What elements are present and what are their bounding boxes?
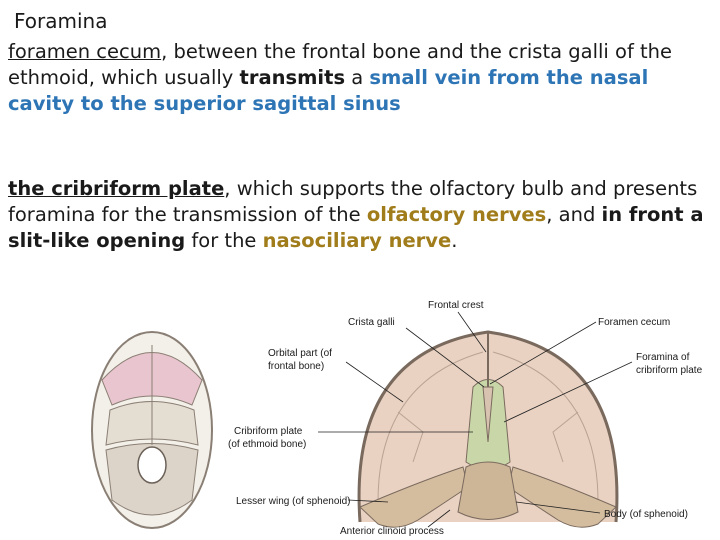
text-segment: , and <box>546 203 602 226</box>
label-cribriform-plate-1: Cribriform plate <box>234 426 303 437</box>
label-crista-galli: Crista galli <box>348 317 395 328</box>
paragraph-foramen-cecum: foramen cecum, between the frontal bone … <box>8 39 716 117</box>
leader-lines <box>318 311 633 528</box>
text-segment: , which supports the olfactory bulb and … <box>8 177 698 226</box>
highlight-nasociliary-nerve: nasociliary nerve <box>262 229 452 252</box>
label-foramen-cecum: Foramen cecum <box>598 317 670 328</box>
skull-base-thumbnail <box>91 331 213 529</box>
paragraph-cribriform-plate: the cribriform plate, which supports the… <box>8 176 716 254</box>
text-segment: for the <box>185 229 263 252</box>
label-orbital-part-2: frontal bone) <box>268 361 324 372</box>
label-cribriform-plate-2: (of ethmoid bone) <box>228 439 306 450</box>
label-foramina-cribriform-2: cribriform plate <box>636 365 703 376</box>
emphasis-slit-like-opening: in front a slit-like opening <box>8 203 704 252</box>
label-orbital-part-1: Orbital part (of <box>268 348 332 359</box>
text-segment: , between the frontal bone and the crist… <box>8 40 673 89</box>
label-frontal-crest: Frontal crest <box>428 300 484 311</box>
term-foramen-cecum: foramen cecum <box>8 40 162 63</box>
text-segment: a <box>345 66 370 89</box>
slide-heading: Foramina <box>14 9 108 33</box>
text-segment: . <box>451 229 458 252</box>
label-foramina-cribriform-1: Foramina of <box>636 352 690 363</box>
emphasis-transmits: transmits <box>239 66 346 89</box>
label-anterior-clinoid: Anterior clinoid process <box>340 526 444 537</box>
highlight-small-vein: small vein from the nasal cavity to the … <box>8 66 649 115</box>
label-body-sphenoid: Body (of sphenoid) <box>604 509 688 520</box>
anterior-cranial-fossa-diagram: Frontal crest Crista galli Foramen cecum… <box>228 300 703 537</box>
term-cribriform-plate: the cribriform plate <box>8 177 225 200</box>
highlight-olfactory-nerves: olfactory nerves <box>366 203 547 226</box>
label-lesser-wing: Lesser wing (of sphenoid) <box>236 496 351 507</box>
